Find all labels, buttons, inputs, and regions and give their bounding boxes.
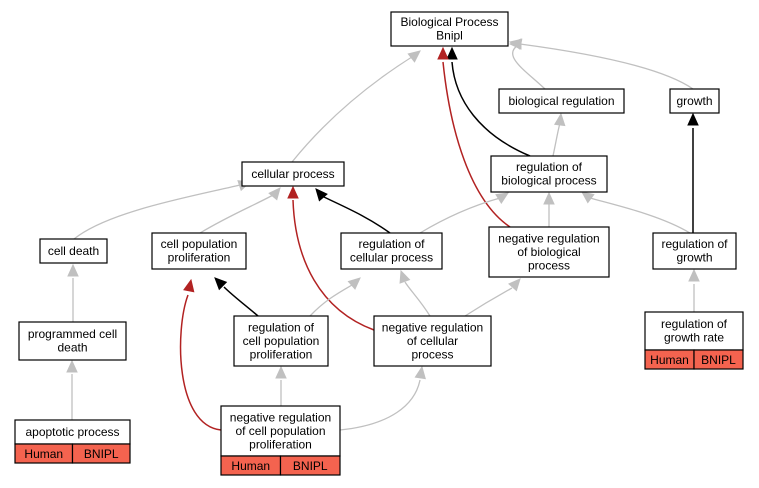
node-label-line: process [528, 258, 570, 272]
edge-growth-to-root [508, 38, 694, 90]
edge-regulation-of-biological-process-to-root [446, 46, 531, 157]
edge-cellular-process-to-root [291, 50, 421, 163]
edge-negative-regulation-of-biological-process-to-root [437, 46, 511, 228]
node-cell-death[interactable]: cell death [39, 238, 108, 264]
node-box [652, 232, 737, 270]
node-box [233, 315, 329, 367]
node-label-line: programmed cell [28, 327, 117, 341]
node-cellular-process[interactable]: cellular process [241, 161, 345, 187]
node-box [151, 232, 247, 270]
edge-negative-regulation-of-cellular-process-to-negative-regulation-of-biological-process [464, 278, 521, 317]
tag-label: BNIPL [701, 353, 736, 367]
tag-label: Human [650, 353, 689, 367]
node-box [669, 88, 720, 114]
tag-label: Human [231, 459, 270, 473]
edge-programmed-cell-death-to-cell-death [67, 263, 79, 322]
node-label-line: regulation of [661, 237, 728, 251]
node-label-line: of cell population [235, 424, 325, 438]
node-label-line: growth [676, 251, 712, 265]
edge-cell-population-proliferation-to-cellular-process [199, 187, 281, 234]
edge-negative-regulation-of-cell-population-proliferation-to-cell-population-proliferation [179, 278, 222, 431]
node-box [498, 88, 625, 114]
edge-regulation-of-growth-to-growth [687, 112, 699, 234]
edge-regulation-of-growth-to-regulation-of-biological-process [581, 191, 691, 234]
node-label-line: cellular process [251, 167, 334, 181]
node-label-line: process [411, 347, 453, 361]
node-box [39, 238, 108, 264]
edge-negative-regulation-of-cellular-process-to-cellular-process [287, 185, 375, 331]
node-label-line: proliferation [250, 347, 313, 361]
edge-regulation-of-cell-population-proliferation-to-regulation-of-cellular-process [309, 277, 361, 317]
edge-negative-regulation-of-biological-process-to-regulation-of-biological-process [543, 191, 555, 227]
node-label-line: regulation of [516, 160, 583, 174]
tag-label: BNIPL [293, 459, 328, 473]
tag-cell [693, 349, 744, 370]
edge-apoptotic-process-to-programmed-cell-death [66, 359, 78, 420]
node-biological-regulation[interactable]: biological regulation [498, 88, 625, 114]
tag-cell [279, 455, 341, 476]
node-label-line: growth [676, 94, 712, 108]
tag-label: BNIPL [84, 447, 119, 461]
node-label-line: Bnipl [436, 29, 463, 43]
edge-regulation-of-biological-process-to-biological-regulation [552, 112, 566, 157]
node-box [14, 419, 131, 445]
edge-regulation-of-cellular-process-to-regulation-of-biological-process [419, 192, 510, 234]
node-label-line: regulation of [248, 320, 315, 334]
node-box [340, 232, 443, 270]
node-label-line: of cellular [407, 334, 458, 348]
node-box [490, 155, 608, 193]
node-label-line: proliferation [168, 251, 231, 265]
node-label-line: apoptotic process [25, 425, 119, 439]
edge-regulation-of-cell-population-proliferation-to-cell-population-proliferation [214, 277, 259, 317]
node-label-line: growth rate [664, 331, 724, 345]
edge-regulation-of-cellular-process-to-cellular-process [315, 188, 391, 234]
node-label-line: cell population [161, 237, 238, 251]
node-growth[interactable]: growth [669, 88, 720, 114]
node-box [241, 161, 345, 187]
edge-negative-regulation-of-cell-population-proliferation-to-regulation-of-cell-population-proliferation [275, 365, 287, 406]
node-label-line: negative regulation [382, 320, 483, 334]
edge-cell-death-to-cellular-process [73, 180, 252, 240]
node-label-line: cell population [243, 334, 320, 348]
node-box [220, 405, 341, 457]
node-box [488, 226, 610, 278]
node-label-line: Biological Process [400, 15, 498, 29]
node-label-line: biological process [501, 174, 596, 188]
node-label-line: proliferation [249, 437, 312, 451]
node-box [373, 315, 492, 367]
edge-negative-regulation-of-cell-population-proliferation-to-negative-regulation-of-cellular-process [339, 365, 426, 431]
tag-label: Human [24, 447, 63, 461]
node-label-line: negative regulation [498, 231, 599, 245]
node-label-line: biological regulation [508, 94, 614, 108]
node-label-line: regulation of [358, 237, 425, 251]
node-box [18, 321, 127, 361]
node-label-line: cellular process [350, 251, 433, 265]
node-label-line: cell death [48, 244, 99, 258]
edge-regulation-of-growth-rate-to-regulation-of-growth [688, 268, 700, 313]
node-label-line: regulation of [661, 317, 728, 331]
node-label-line: of biological [517, 245, 580, 259]
tag-cell [71, 443, 131, 464]
edges-layer [66, 38, 700, 431]
node-box [390, 11, 509, 47]
node-label-line: negative regulation [230, 410, 331, 424]
edge-negative-regulation-of-cellular-process-to-regulation-of-cellular-process [399, 269, 431, 317]
node-label-line: death [57, 341, 87, 355]
